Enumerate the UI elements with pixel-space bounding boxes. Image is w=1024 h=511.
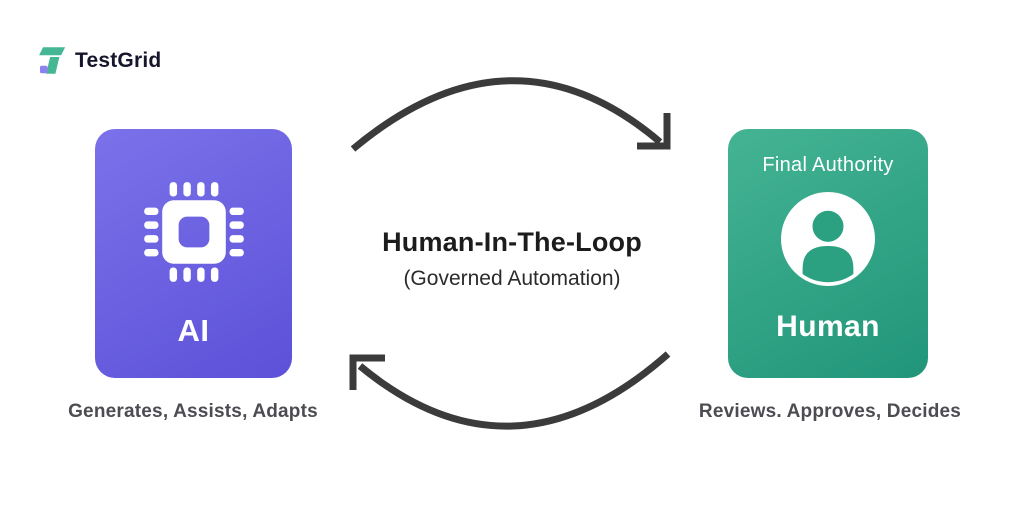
- final-authority-badge: Final Authority: [762, 154, 894, 176]
- ai-card: AI: [95, 129, 292, 378]
- testgrid-logo: TestGrid: [36, 44, 161, 77]
- brand-name: TestGrid: [75, 48, 162, 72]
- arrow-top-head: [637, 113, 671, 150]
- ai-card-label: AI: [177, 313, 210, 348]
- arrow-top-curve: [350, 77, 663, 152]
- testgrid-logo-icon: [39, 47, 66, 74]
- diagram-subtitle: (Governed Automation): [403, 267, 621, 290]
- diagram-title: Human-In-The-Loop: [382, 227, 642, 257]
- person-icon: [781, 192, 875, 286]
- arrow-bottom-head: [349, 354, 385, 390]
- ai-caption: Generates, Assists, Adapts: [68, 401, 318, 422]
- arrow-bottom-curve: [357, 351, 671, 430]
- center-text-block: Human-In-The-Loop (Governed Automation): [312, 227, 712, 291]
- human-card-label: Human: [776, 310, 880, 343]
- human-card: Final Authority Human: [728, 129, 928, 378]
- cpu-chip-icon: [143, 182, 244, 282]
- human-caption: Reviews. Approves, Decides: [698, 401, 962, 422]
